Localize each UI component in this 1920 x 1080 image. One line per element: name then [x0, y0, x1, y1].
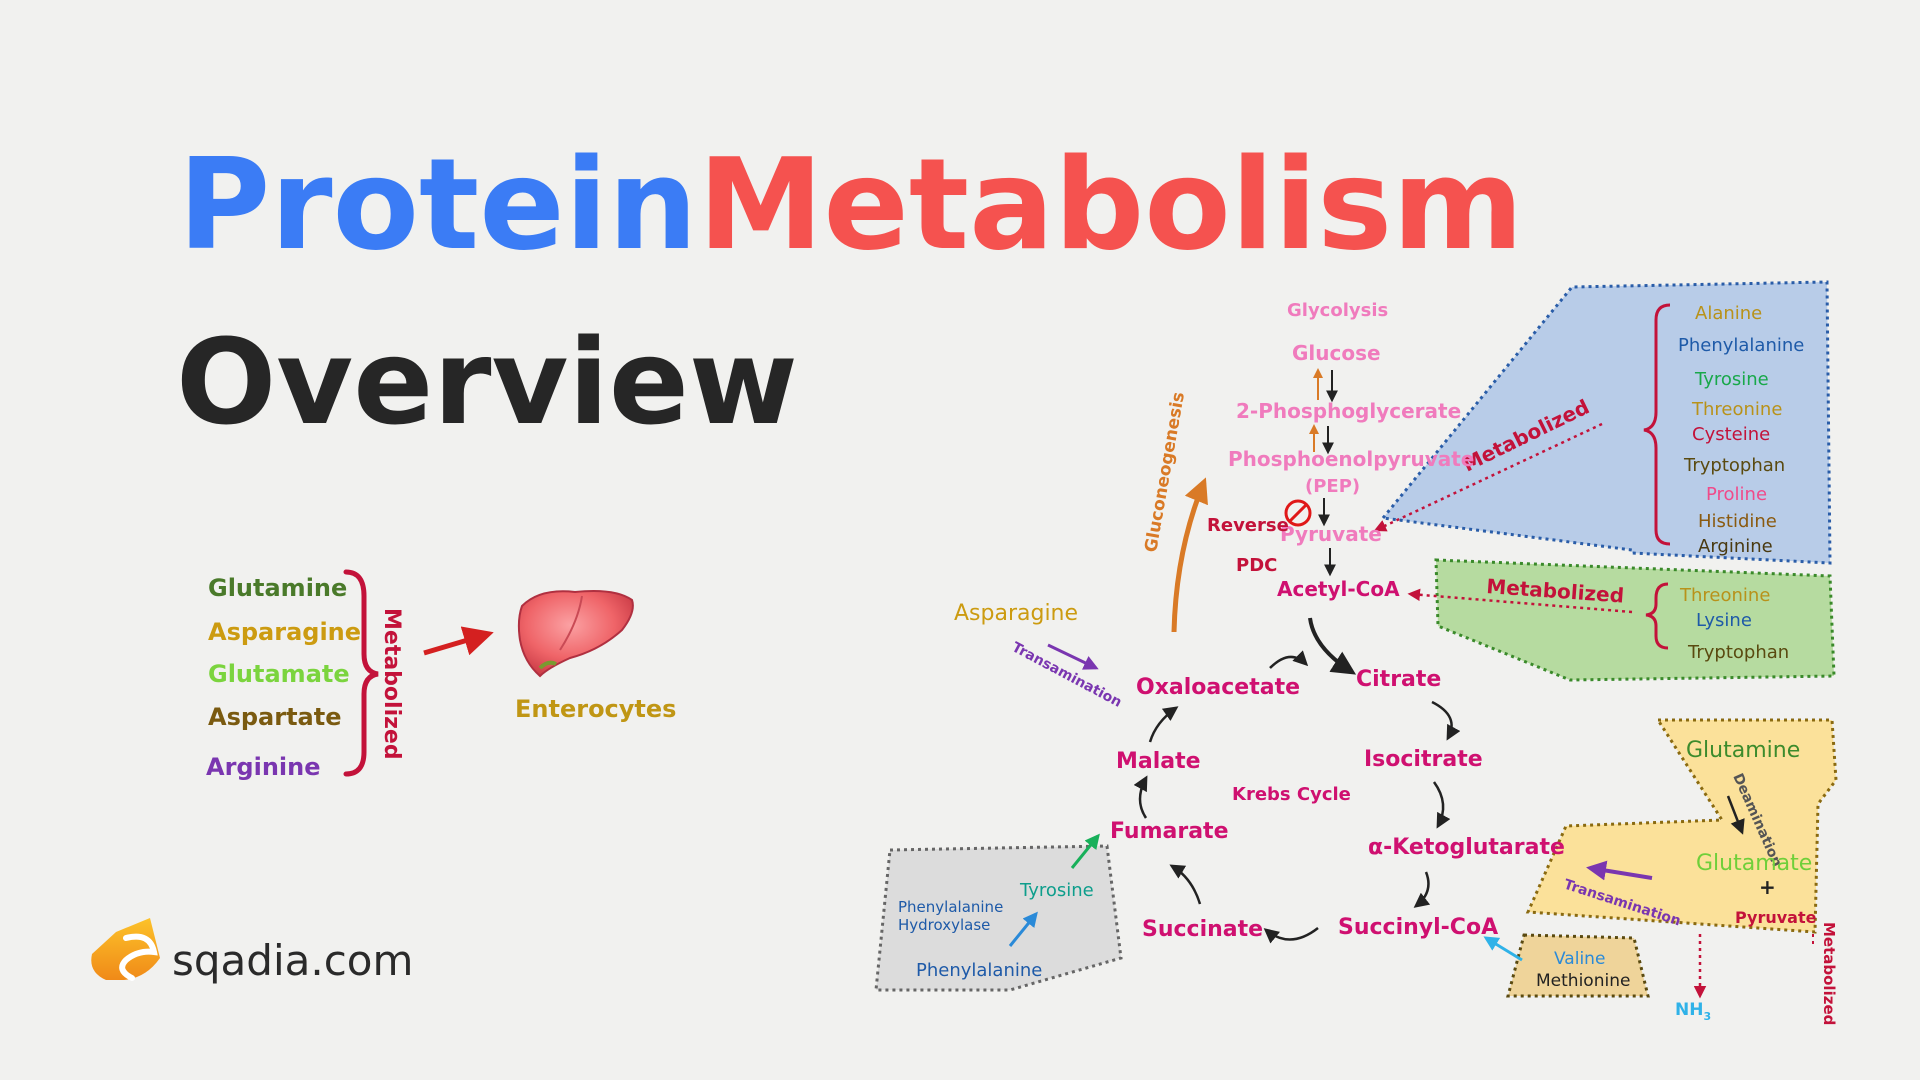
yellow-metabolized-label: Metabolized [1820, 922, 1838, 1025]
krebs-isocitrate: Isocitrate [1364, 747, 1483, 772]
yellow-glutamate: Glutamate [1696, 851, 1812, 876]
green-item-tryptophan: Tryptophan [1687, 642, 1789, 663]
acetylcoa-label: Acetyl-CoA [1277, 577, 1400, 601]
yellow-glutamine: Glutamine [1686, 738, 1800, 763]
title-metabolism: Metabolism [698, 131, 1524, 278]
yellow-nh3: NH3 [1675, 1000, 1711, 1023]
left-item-glutamine: Glutamine [208, 574, 347, 602]
valine-box: Valine Methionine [1483, 933, 1650, 998]
left-metabolized-label: Metabolized [379, 608, 404, 760]
blue-item-tyrosine: Tyrosine [1694, 369, 1769, 390]
sqadia-logo-icon [91, 918, 160, 981]
pg2-label: 2-Phosphoglycerate [1236, 399, 1461, 423]
krebs-oxaloacetate: Oxaloacetate [1136, 675, 1300, 700]
blue-item-histidine: Histidine [1698, 511, 1777, 532]
left-item-glutamate: Glutamate [208, 660, 350, 688]
prohibited-icon [1284, 499, 1312, 527]
gluconeogenesis-arrow [1171, 477, 1208, 633]
asparagine-transamination: Transamination [1009, 639, 1124, 710]
krebs-center-label: Krebs Cycle [1232, 784, 1351, 805]
blue-item-tryptophan: Tryptophan [1683, 455, 1785, 476]
grey-box: Tyrosine Phenylalanine Hydroxylase Pheny… [874, 833, 1123, 992]
glucose-label: Glucose [1292, 341, 1381, 365]
grey-tyrosine: Tyrosine [1019, 880, 1094, 901]
krebs-succinate: Succinate [1142, 917, 1263, 942]
krebs-succinylcoa: Succinyl-CoA [1338, 915, 1498, 940]
blue-item-threonine: Threonine [1691, 399, 1782, 420]
glycolysis-pathway: Glycolysis Glucose 2-Phosphoglycerate Ph… [1141, 300, 1474, 633]
grey-enzyme-2: Hydroxylase [898, 916, 990, 934]
pep-label: Phosphoenolpyruvate [1228, 447, 1474, 471]
green-item-lysine: Lysine [1696, 610, 1752, 631]
logo-text: sqadia.com [172, 936, 413, 985]
left-brace [343, 569, 379, 777]
title-protein: Protein [178, 131, 698, 278]
blue-box: Metabolized Alanine Phenylalanine Tyrosi… [1373, 280, 1832, 565]
pdc-label: PDC [1236, 555, 1277, 576]
krebs-fumarate: Fumarate [1110, 819, 1229, 844]
left-item-arginine: Arginine [206, 753, 321, 781]
left-item-asparagine: Asparagine [208, 618, 361, 646]
krebs-cycle: Krebs Cycle Oxaloacetate Citrate Isocitr… [1110, 617, 1565, 944]
yellow-plus: + [1759, 875, 1776, 899]
enterocytes-label: Enterocytes [515, 695, 676, 723]
blue-item-alanine: Alanine [1695, 303, 1762, 324]
reverse-label: Reverse [1207, 515, 1289, 536]
left-item-aspartate: Aspartate [208, 703, 342, 731]
krebs-aketoglutarate: α-Ketoglutarate [1368, 835, 1565, 860]
yellow-box: Glutamine Deamination Glutamate + Pyruva… [1525, 718, 1838, 1025]
grey-phenylalanine: Phenylalanine [916, 960, 1042, 981]
blue-item-cysteine: Cysteine [1692, 424, 1770, 445]
krebs-malate: Malate [1116, 749, 1201, 774]
blue-item-arginine: Arginine [1698, 536, 1773, 557]
asparagine-label: Asparagine [954, 601, 1078, 626]
left-arrow [423, 626, 494, 656]
blue-item-proline: Proline [1706, 484, 1767, 505]
yellow-pyruvate: Pyruvate [1735, 908, 1817, 927]
left-amino-acid-list: Glutamine Asparagine Glutamate Aspartate… [206, 574, 361, 781]
blue-item-phenylalanine: Phenylalanine [1678, 335, 1804, 356]
grey-enzyme-1: Phenylalanine [898, 898, 1003, 916]
pyruvate-label: Pyruvate [1280, 522, 1382, 546]
methionine-label: Methionine [1536, 971, 1630, 991]
green-item-threonine: Threonine [1679, 585, 1770, 606]
title-overview: Overview [176, 313, 798, 451]
valine-label: Valine [1554, 949, 1605, 969]
liver-icon [517, 590, 634, 678]
glycolysis-label: Glycolysis [1287, 300, 1388, 321]
green-box: Metabolized Threonine Lysine Tryptophan [1407, 558, 1836, 682]
pep-abbr-label: (PEP) [1305, 476, 1360, 497]
krebs-citrate: Citrate [1356, 667, 1441, 692]
gluconeogenesis-label: Gluconeogenesis [1141, 391, 1189, 554]
